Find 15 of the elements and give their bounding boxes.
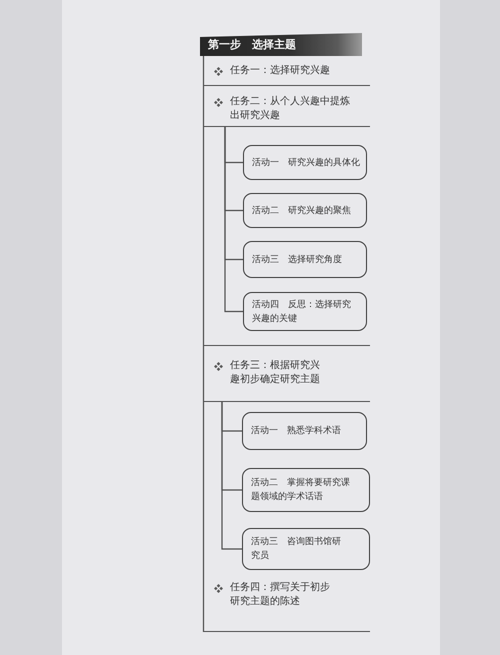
task-text: 任务四：撰写关于初步研究主题的陈述 [230,581,331,609]
activity-box: 活动四 反思：选择研究兴趣的关键 [243,292,367,331]
connector-line [224,127,243,312]
activity-box: 活动一 熟悉学科术语 [242,412,367,450]
connector-line [221,402,242,550]
task-text: 任务三：根据研究兴趣初步确定研究主题 [230,359,321,387]
activity-box: 活动三 咨询图书馆研究员 [242,528,370,570]
activity-box: 活动二 研究兴趣的聚焦 [243,193,367,228]
activity-box: 活动一 研究兴趣的具体化 [243,145,367,180]
task-text: 任务一：选择研究兴趣 [230,64,331,78]
task-band [203,345,370,402]
task-text: 任务二：从个人兴趣中提炼出研究兴趣 [230,95,351,123]
activity-box: 活动二 掌握将要研究课题领域的学术话语 [242,468,370,512]
activity-box: 活动三 选择研究角度 [243,241,367,278]
title-banner: 第一步 选择主题 [200,33,362,56]
